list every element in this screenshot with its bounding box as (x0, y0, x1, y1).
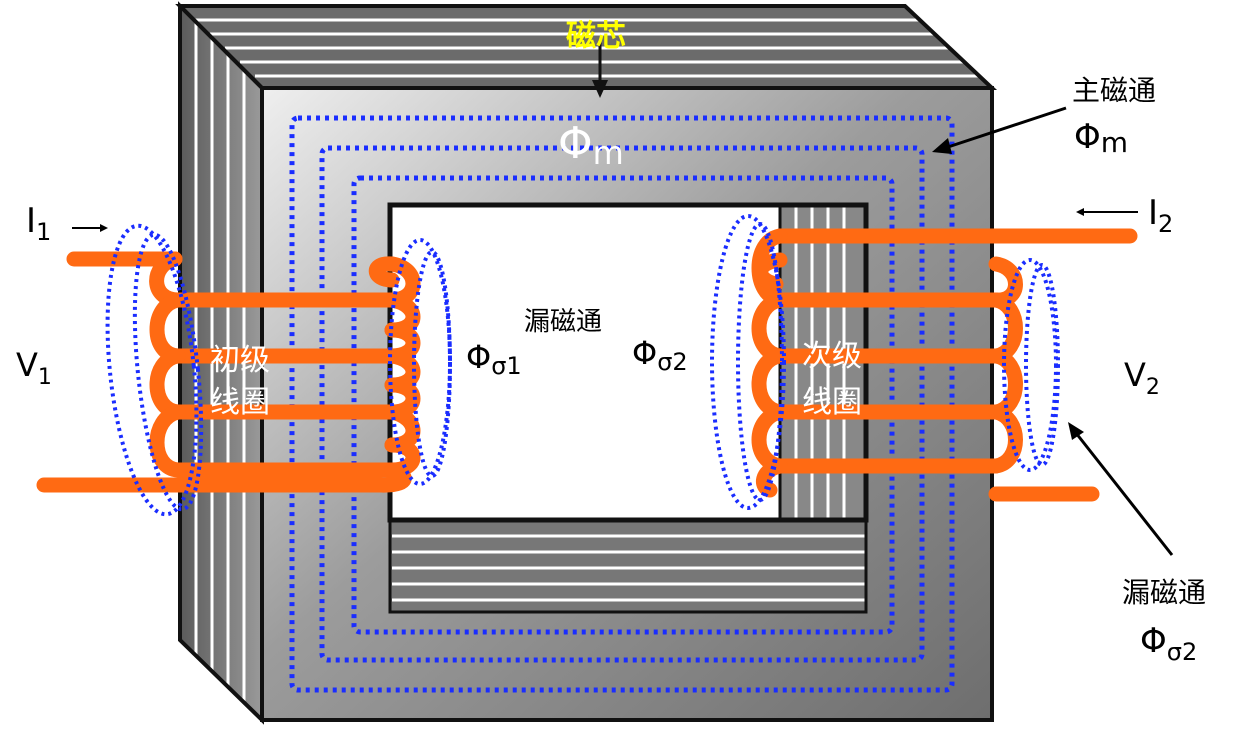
main-flux-label: 主磁通 (1072, 74, 1156, 107)
primary-coil-label-line1: 初级 (210, 343, 270, 378)
phi-m-center-label: Φm (558, 118, 624, 172)
phi-sigma2-center-label: Φσ2 (632, 334, 688, 376)
leak-flux-right-label: 漏磁通 (1122, 576, 1206, 609)
main-flux-arrow (932, 106, 1067, 154)
i1-label: I1 (26, 201, 51, 246)
primary-coil-label-line2: 线圈 (210, 385, 270, 420)
main-flux-phi-label: Φm (1074, 117, 1128, 159)
i1-arrow (72, 224, 108, 232)
core-arrow (592, 40, 608, 98)
v1-label: V1 (16, 346, 52, 390)
leak-phi-right-label: Φσ2 (1140, 621, 1197, 666)
phi-sigma1-label: Φσ1 (466, 338, 522, 380)
leakage-flux-loops (105, 214, 1060, 517)
i2-label: I2 (1148, 193, 1173, 238)
leak-flux-center-label: 漏磁通 (524, 307, 602, 337)
v2-label: V2 (1124, 356, 1160, 400)
core-label: 磁芯 (566, 19, 626, 54)
i2-arrow (1076, 208, 1138, 216)
secondary-coil-label-line2: 线圈 (802, 385, 862, 420)
secondary-coil-label-line1: 次级 (802, 339, 862, 374)
leak-flux-arrow (1068, 422, 1174, 556)
